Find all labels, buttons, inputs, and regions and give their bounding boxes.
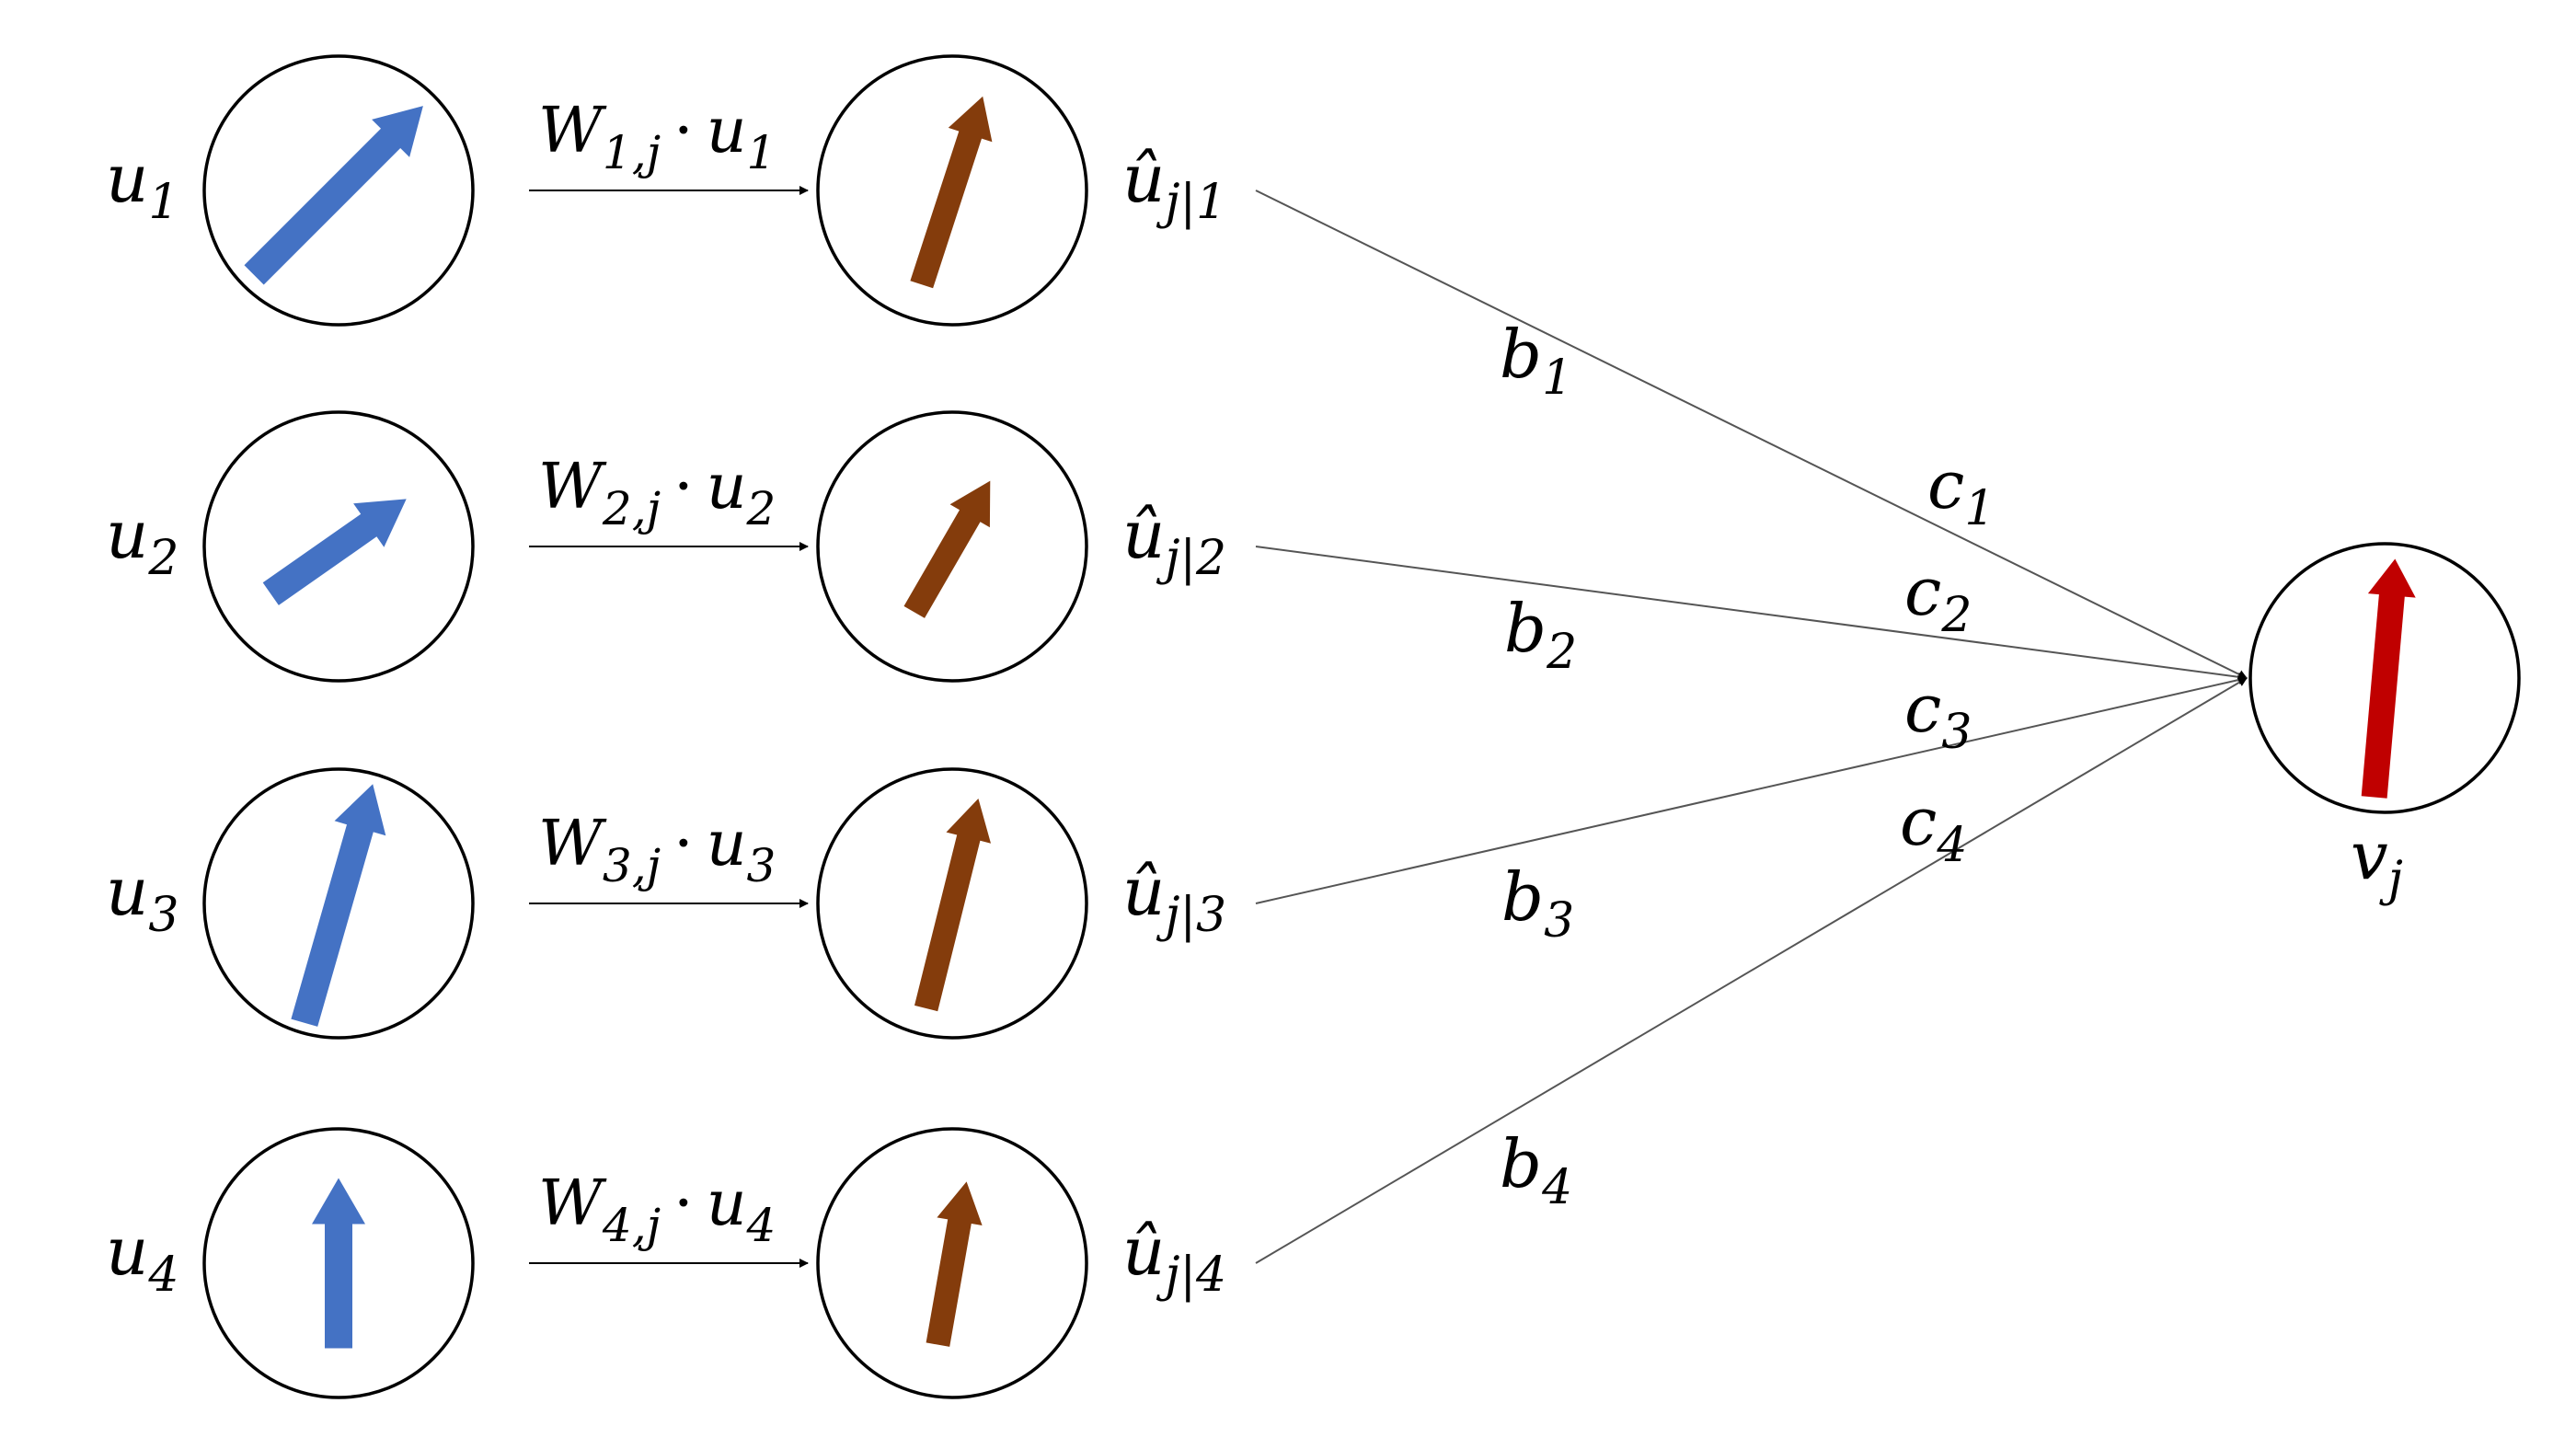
- routing-edge-3: [1255, 675, 2248, 904]
- prediction-label-1-base: û: [1122, 140, 1165, 217]
- logit-label-b3: b3: [1501, 858, 1574, 949]
- coupling-label-c4-base: c: [1900, 783, 1937, 860]
- input-label-4-base: u: [106, 1213, 148, 1290]
- coupling-label-c2-subscript: 2: [1940, 588, 1972, 643]
- input-label-2-subscript: 2: [147, 531, 178, 586]
- input-label-4: u4: [106, 1213, 178, 1303]
- input-label-3-subscript: 3: [148, 888, 178, 943]
- prediction-label-2-base: û: [1122, 496, 1165, 573]
- transform-input-subscript: 3: [747, 839, 776, 892]
- prediction-vector-4: [926, 1181, 983, 1347]
- transform-weight: W: [538, 95, 607, 167]
- transform-input-subscript: 1: [747, 126, 776, 179]
- transform-label-1: W1,j·u1: [538, 95, 776, 179]
- routing-edge-2: [1255, 546, 2248, 682]
- input-vector-4: [312, 1178, 365, 1349]
- input-label-1-subscript: 1: [148, 175, 178, 230]
- coupling-label-c3-base: c: [1904, 670, 1941, 747]
- transform-label-3: W3,j·u3: [538, 808, 776, 892]
- output-label-base: v: [2351, 817, 2388, 894]
- logit-label-b2-subscript: 2: [1546, 625, 1577, 680]
- transform-input-subscript: 2: [746, 482, 776, 535]
- output-vector: [2361, 558, 2416, 799]
- input-vector-3: [291, 784, 386, 1027]
- transform-label-4: W4,j·u4: [538, 1167, 776, 1252]
- prediction-label-3: ûj|3: [1122, 853, 1226, 943]
- logit-label-b1-subscript: 1: [1542, 351, 1572, 406]
- prediction-label-3-subscript: j|3: [1156, 888, 1226, 943]
- coupling-label-c2-base: c: [1904, 553, 1941, 630]
- transform-weight-subscript: 4,j: [602, 1199, 661, 1252]
- transform-weight-subscript: 3,j: [603, 839, 661, 892]
- routing-edge-4: [1255, 677, 2248, 1264]
- prediction-label-4: ûj|4: [1122, 1213, 1226, 1303]
- coupling-label-c4: c4: [1900, 783, 1967, 873]
- transform-input: u: [707, 808, 747, 880]
- prediction-label-4-base: û: [1122, 1213, 1165, 1290]
- input-label-3-base: u: [106, 853, 148, 930]
- coupling-label-c1-base: c: [1927, 446, 1964, 523]
- transform-label-2: W2,j·u2: [538, 451, 776, 535]
- input-label-4-subscript: 4: [147, 1248, 178, 1303]
- input-vector-2: [262, 499, 407, 605]
- coupling-label-c4-subscript: 4: [1936, 818, 1967, 873]
- prediction-label-2-subscript: j|2: [1156, 531, 1226, 586]
- prediction-label-2: ûj|2: [1122, 496, 1226, 586]
- logit-label-b4-base: b: [1500, 1125, 1542, 1202]
- prediction-vector-2: [903, 480, 991, 618]
- transform-input: u: [707, 95, 747, 167]
- coupling-label-c1-subscript: 1: [1964, 481, 1995, 536]
- logit-label-b4: b4: [1500, 1125, 1572, 1215]
- input-label-3: u3: [106, 853, 178, 943]
- prediction-label-1: ûj|1: [1122, 140, 1226, 230]
- input-vector-1: [244, 106, 423, 285]
- transform-weight: W: [538, 451, 607, 523]
- transform-weight: W: [538, 808, 607, 880]
- transform-weight-subscript: 2,j: [602, 482, 661, 535]
- prediction-label-4-subscript: j|4: [1156, 1248, 1226, 1303]
- logit-label-b1-base: b: [1500, 316, 1542, 393]
- dot-operator: ·: [673, 1167, 694, 1240]
- input-label-2: u2: [106, 496, 178, 586]
- prediction-label-1-subscript: j|1: [1156, 175, 1226, 230]
- coupling-label-c3: c3: [1904, 670, 1972, 760]
- coupling-label-c1: c1: [1927, 446, 1995, 536]
- logit-label-b3-base: b: [1501, 858, 1544, 936]
- prediction-vector-3: [914, 799, 991, 1012]
- transform-input-subscript: 4: [746, 1199, 776, 1252]
- logit-label-b4-subscript: 4: [1541, 1160, 1572, 1215]
- dot-operator: ·: [673, 451, 694, 523]
- input-label-2-base: u: [106, 496, 148, 573]
- input-label-1-base: u: [106, 140, 148, 217]
- logit-label-b2: b2: [1504, 590, 1577, 680]
- dot-operator: ·: [673, 808, 694, 880]
- routing-edge-1: [1255, 190, 2248, 679]
- input-label-1: u1: [106, 140, 178, 230]
- coupling-label-c2: c2: [1904, 553, 1972, 643]
- transform-input: u: [707, 1167, 747, 1240]
- prediction-label-3-base: û: [1122, 853, 1165, 930]
- logit-label-b2-base: b: [1504, 590, 1547, 667]
- dot-operator: ·: [673, 95, 694, 167]
- prediction-vector-1: [910, 96, 993, 289]
- coupling-label-c3-subscript: 3: [1941, 705, 1972, 760]
- transform-weight-subscript: 1,j: [603, 126, 661, 179]
- transform-input: u: [707, 451, 747, 523]
- output-label: vj: [2351, 817, 2403, 907]
- logit-label-b1: b1: [1500, 316, 1572, 406]
- transform-weight: W: [538, 1167, 607, 1240]
- logit-label-b3-subscript: 3: [1544, 893, 1574, 949]
